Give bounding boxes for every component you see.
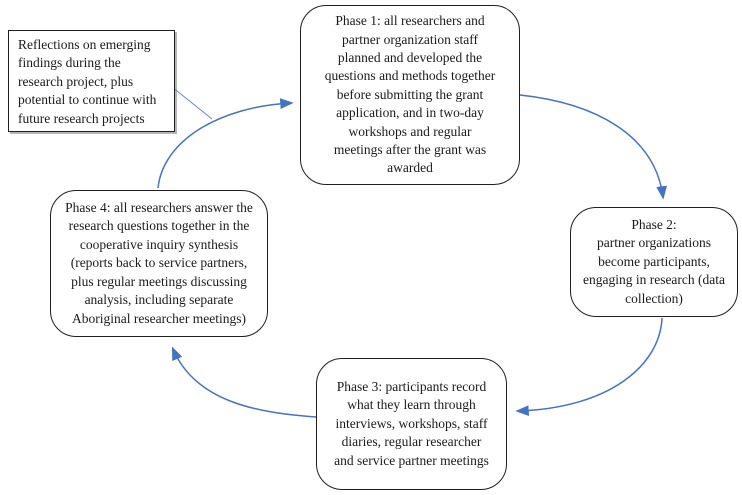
arrow-phase2-to-phase3 xyxy=(515,317,663,417)
reflection-note-box: Reflections on emerging findings during … xyxy=(8,30,175,132)
phase2-text: Phase 2: partner organizations become pa… xyxy=(582,216,726,306)
phase3-box: Phase 3: participants record what they l… xyxy=(316,358,507,490)
reflection-callout-line xyxy=(171,86,213,120)
phase1-box: Phase 1: all researchers and partner org… xyxy=(300,5,520,185)
phase3-text: Phase 3: participants record what they l… xyxy=(334,378,489,468)
phase4-text: Phase 4: all researchers answer the rese… xyxy=(65,200,253,326)
phase4-box: Phase 4: all researchers answer the rese… xyxy=(50,190,268,337)
reflection-note-text: Reflections on emerging findings during … xyxy=(18,37,157,126)
phase2-box: Phase 2: partner organizations become pa… xyxy=(570,207,738,317)
phase1-text: Phase 1: all researchers and partner org… xyxy=(324,13,496,176)
arrow-phase3-to-phase4 xyxy=(171,346,317,418)
arrow-phase4-to-phase1 xyxy=(157,98,294,189)
arrow-phase1-to-phase2 xyxy=(519,94,667,200)
